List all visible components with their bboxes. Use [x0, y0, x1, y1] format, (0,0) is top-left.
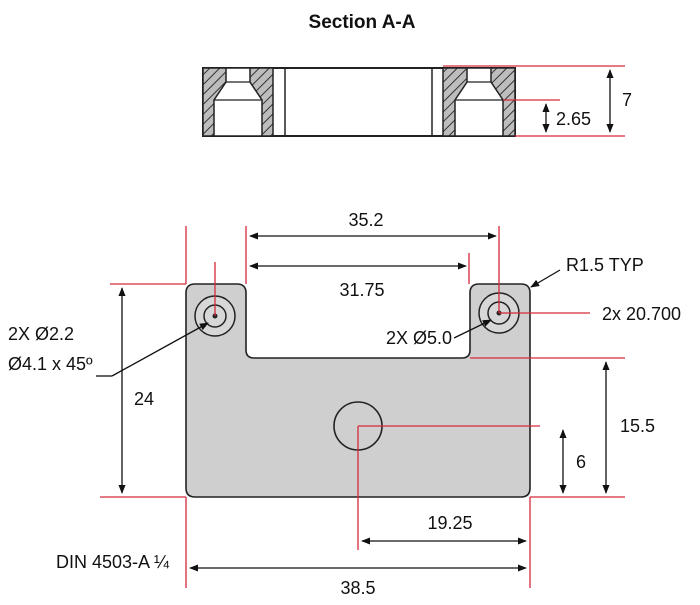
section-title: Section A-A	[309, 12, 416, 33]
notch-depth-label: 15.5	[620, 416, 655, 436]
center-hole-height-label: 6	[576, 452, 586, 472]
corner-radius-label: R1.5 TYP	[566, 255, 644, 275]
leader-large-hole	[453, 319, 492, 339]
right-section-wall	[442, 67, 516, 137]
part-body	[185, 283, 531, 498]
extension-lines	[100, 226, 625, 588]
standard-note: DIN 4503-A ¼	[56, 552, 170, 572]
outer-hole-spacing-label: 35.2	[348, 210, 383, 230]
leader-corner-radius	[530, 269, 561, 288]
small-hole-spec-line1: 2X Ø2.2	[8, 324, 74, 344]
leader-small-hole	[111, 322, 209, 377]
inner-hole-spacing-label: 31.75	[339, 280, 384, 300]
section-view: 7 2.65	[202, 65, 632, 137]
hole-elevation-label: 2x 20.700	[602, 304, 681, 324]
center-hole-offset-label: 19.25	[427, 513, 472, 533]
left-section-wall	[202, 67, 274, 137]
large-hole-spec-label: 2X Ø5.0	[386, 328, 452, 348]
counterbore-depth-label: 2.65	[556, 109, 591, 129]
overall-height-label: 24	[134, 389, 154, 409]
small-hole-spec-line2: Ø4.1 x 45º	[8, 354, 93, 374]
overall-width-label: 38.5	[340, 578, 375, 598]
section-height-label: 7	[622, 90, 632, 110]
plan-view: 35.2 31.75 R1.5 TYP 2x 20.700 2X Ø2.2 Ø4…	[8, 210, 681, 598]
